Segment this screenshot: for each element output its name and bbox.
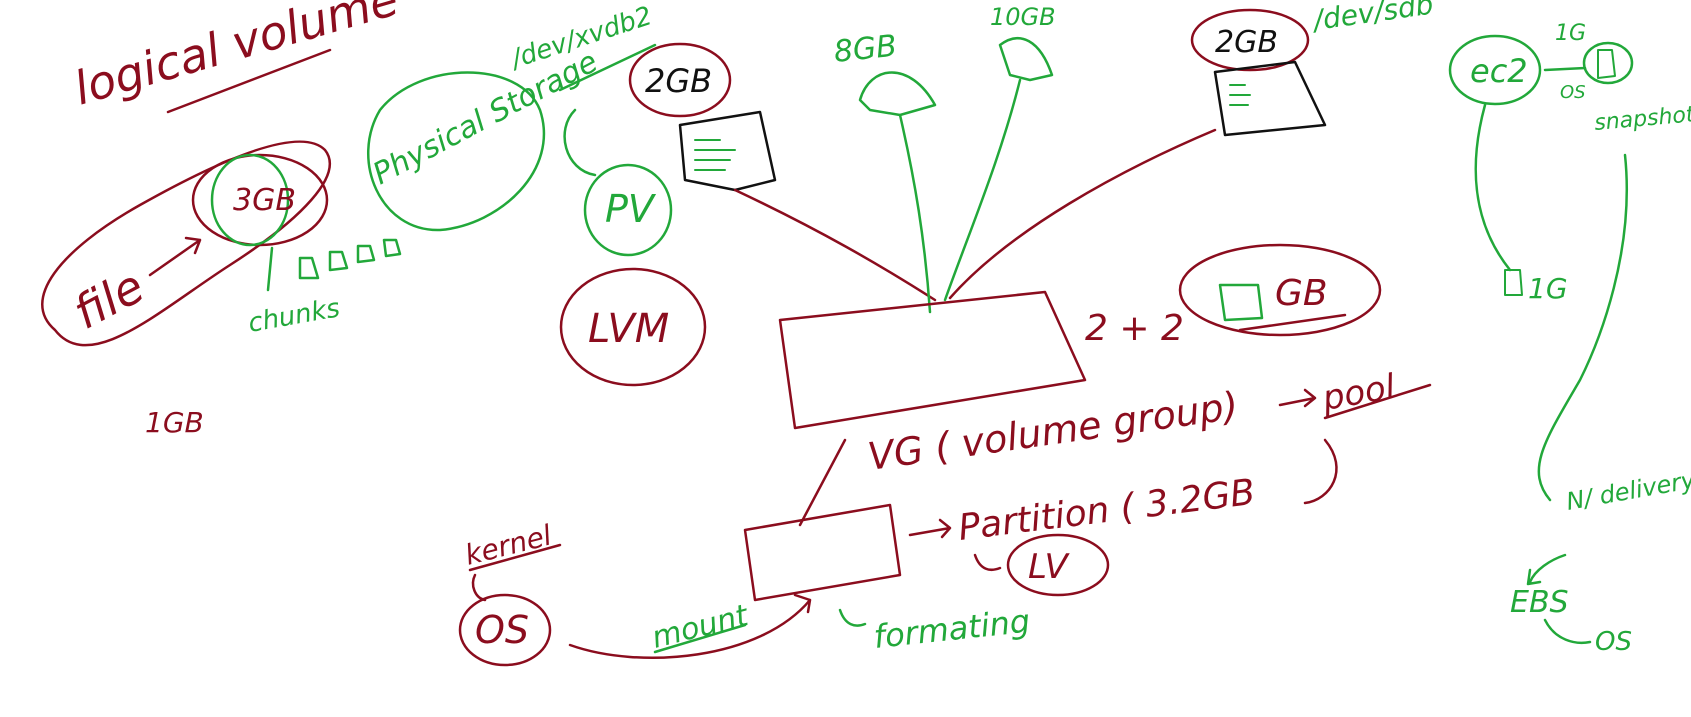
dev-sdb-label: /dev/sdb — [1308, 0, 1435, 37]
os-left-label: OS — [475, 608, 529, 652]
chunk-box-4 — [382, 238, 402, 258]
line-vg-to-partition — [798, 438, 847, 527]
three-gb-green-circle — [210, 153, 290, 247]
ten-gb-label: 10GB — [990, 3, 1056, 31]
ec2-to-disk-line — [1474, 103, 1512, 272]
pool-underline — [1323, 383, 1432, 420]
partition-arrow — [908, 518, 952, 539]
line-disk-right-to-vg — [948, 128, 1217, 300]
partition-close-paren — [1303, 438, 1338, 505]
title-logical-volume: logical volume — [68, 0, 404, 116]
formatting-pointer — [838, 608, 867, 627]
eight-gb-label: 8GB — [832, 29, 898, 70]
snapshot-disk-icon — [1597, 49, 1616, 79]
disk-left-lines — [694, 139, 736, 171]
disk-left-shape — [678, 110, 777, 192]
kernel-underline — [468, 543, 562, 572]
ten-gb-disk — [998, 37, 1054, 82]
chunk-pointer-line — [266, 246, 274, 292]
pool-label: pool — [1319, 367, 1399, 419]
kernel-to-os-line — [471, 573, 487, 602]
snapshot-to-new-line — [1537, 153, 1629, 502]
two-gb-right-oval — [1190, 8, 1310, 72]
one-gb-ebs-disk — [1504, 269, 1523, 296]
pv-connector — [563, 108, 597, 177]
pv-label: PV — [605, 187, 657, 231]
partition-label: Partition ( 3.2GB — [956, 472, 1257, 549]
two-gb-left-label: 2GB — [645, 62, 712, 100]
eight-gb-disk — [858, 71, 937, 117]
vg-volume-group-label: VG ( volume group) — [865, 383, 1241, 479]
sum-text: 2 + 2 — [1085, 308, 1184, 349]
ec2-label: ec2 — [1470, 52, 1528, 90]
mount-underline — [653, 623, 747, 654]
file-label: file — [65, 259, 153, 340]
kernel-label: kernel — [462, 519, 555, 572]
sum-result-oval — [1178, 243, 1382, 337]
line-disk-left-to-vg — [733, 188, 937, 302]
os-left-circle — [458, 593, 552, 667]
partition-box — [743, 503, 902, 602]
chunk-boxes — [266, 238, 402, 292]
line-ten-gb-to-vg — [943, 78, 1022, 302]
three-gb-label: 3GB — [233, 183, 296, 218]
mount-arrow — [568, 593, 812, 659]
ebs-to-os-line — [1543, 618, 1592, 644]
sum-result-label: GB — [1275, 273, 1328, 314]
line-eight-gb-to-vg — [898, 113, 932, 314]
one-gb-ebs-label: 1G — [1528, 272, 1568, 305]
title-underline — [166, 48, 332, 114]
disk-right-lines — [1229, 84, 1251, 106]
disk-right-shape — [1213, 60, 1327, 137]
new-snapshot-to-ebs-arrow — [1526, 553, 1567, 586]
three-gb-oval — [191, 153, 329, 247]
chunks-label: chunks — [246, 293, 342, 339]
chunk-box-3 — [356, 244, 376, 264]
physical-storage-circle — [366, 71, 546, 232]
pv-circle — [583, 163, 673, 257]
lvm-label: LVM — [588, 306, 669, 352]
ec2-to-snapshot-line — [1543, 66, 1587, 72]
two-gb-right-label: 2GB — [1215, 25, 1278, 60]
sum-result-underline — [1238, 313, 1347, 332]
os-ebs-label: OS — [1595, 627, 1632, 657]
lv-circle — [1006, 533, 1110, 597]
pool-arrow — [1278, 388, 1317, 408]
two-gb-left-oval — [628, 42, 732, 118]
os-ec2-label: OS — [1560, 82, 1586, 103]
sum-result-green-box — [1218, 283, 1264, 322]
file-outer-oval — [41, 140, 331, 347]
chunk-box-2 — [328, 250, 349, 272]
dev-xvdb2-underline — [558, 43, 657, 92]
one-gb-left-label: 1GB — [145, 406, 204, 439]
snapshot-circle — [1582, 41, 1634, 85]
file-arrow — [148, 236, 202, 277]
snapshot-label: snapshot — [1593, 102, 1691, 136]
lv-label: LV — [1028, 547, 1070, 587]
vg-rectangle — [778, 290, 1087, 430]
one-gb-right-label: 1G — [1555, 21, 1586, 46]
chunk-box-1 — [298, 256, 320, 280]
ebs-label: EBS — [1510, 585, 1569, 620]
lvm-circle — [559, 267, 707, 387]
lv-pointer — [973, 553, 1002, 572]
ec2-circle — [1448, 34, 1542, 106]
new-snapshot-label: N/ delivery snapshot — [1564, 445, 1691, 516]
formatting-label: formating — [872, 602, 1032, 656]
